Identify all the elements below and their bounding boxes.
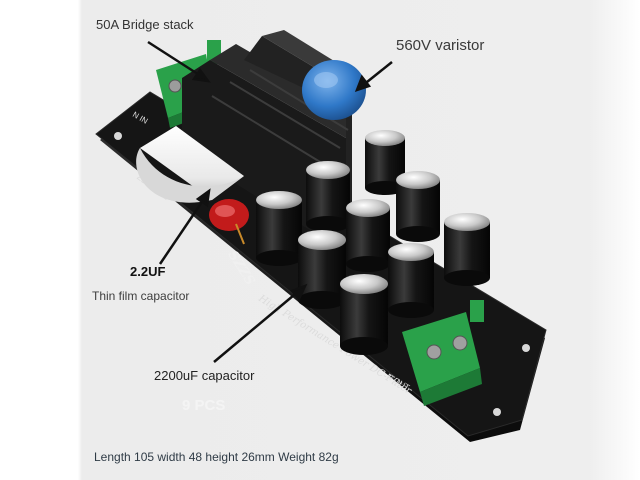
electrolytic-capacitors <box>256 130 490 355</box>
film-capacitor-value-label: 2.2UF <box>130 264 166 279</box>
arrow-icon <box>158 188 211 265</box>
arrow-icon <box>354 61 393 93</box>
mounting-hole <box>114 132 530 416</box>
varistor-label: 560V varistor <box>396 37 485 54</box>
electrolytic-capacitor <box>396 171 440 242</box>
electrolytic-capacitor <box>306 161 350 232</box>
output-terminal-block <box>402 300 484 406</box>
film-capacitor <box>136 126 249 245</box>
arrow-icon <box>213 283 308 363</box>
electrolytic-capacitor <box>346 199 390 272</box>
dimensions-label: Length 105 width 48 height 26mm Weight 8… <box>94 450 339 464</box>
electrolytic-capacitor <box>340 274 388 355</box>
varistor-disc <box>302 60 366 120</box>
electrolytic-capacitor-label: 2200uF capacitor <box>154 368 255 383</box>
film-capacitor-name-label: Thin film capacitor <box>92 289 190 303</box>
bridge-stack-label: 50A Bridge stack <box>96 17 194 32</box>
quantity-label: 9 PCS <box>182 397 226 414</box>
electrolytic-capacitor <box>256 191 302 266</box>
electrolytic-capacitor <box>298 230 346 309</box>
electrolytic-capacitor <box>444 213 490 286</box>
electrolytic-capacitor <box>388 243 434 318</box>
arrow-icon <box>147 40 211 83</box>
